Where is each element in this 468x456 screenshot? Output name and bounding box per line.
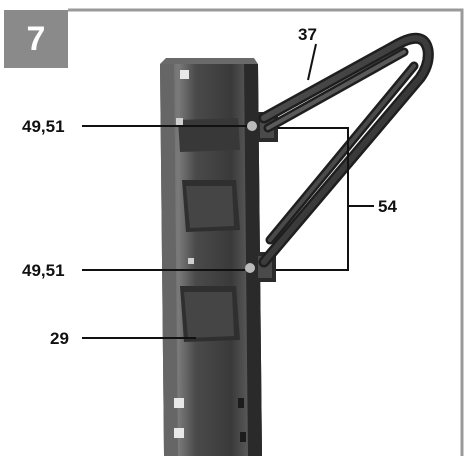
step-number-badge: 7 (4, 10, 68, 68)
step-number: 7 (26, 19, 46, 58)
callout-29: 29 (50, 329, 69, 348)
callout-54: 54 (378, 197, 397, 216)
callout-37: 37 (298, 25, 317, 44)
leader-37 (307, 43, 317, 81)
callout-49-51-lower: 49,51 (22, 261, 65, 280)
vertical-post (160, 58, 262, 456)
frame-border (68, 8, 464, 456)
leader-lines (82, 43, 374, 339)
leader-54 (276, 127, 374, 271)
handle-bar (258, 32, 434, 268)
callout-49-51-upper: 49,51 (22, 117, 65, 136)
